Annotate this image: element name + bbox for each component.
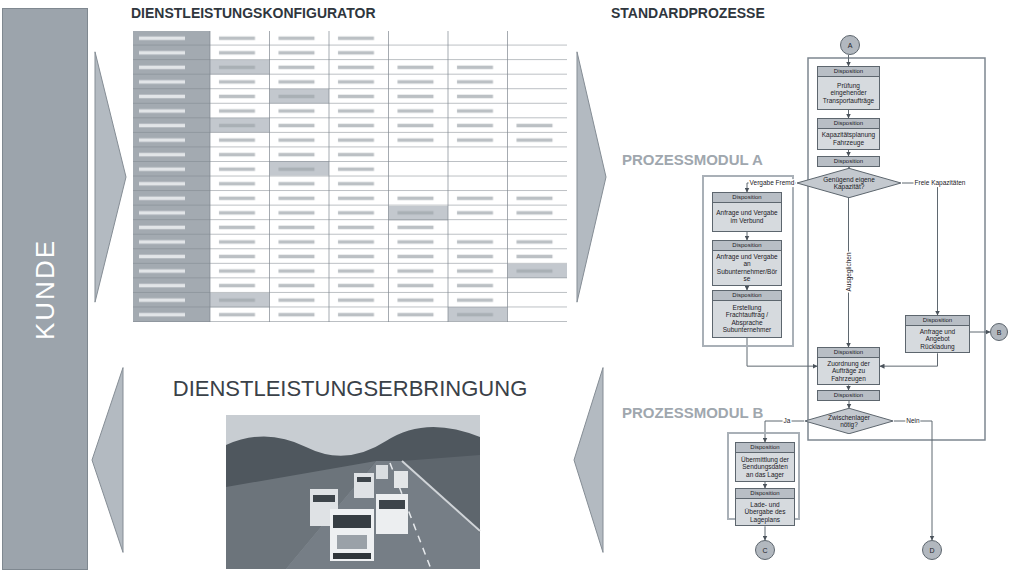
edge-label: Ja xyxy=(783,417,792,425)
panel-title: DIENSTLEISTUNGSERBRINGUNG xyxy=(130,376,570,402)
connector-circle: C xyxy=(755,540,775,560)
connector xyxy=(747,338,817,366)
connector xyxy=(765,526,766,540)
module-title: PROZESSMODUL A xyxy=(622,151,763,168)
process-text: Zuordnung der Aufträge zu Fahrzeugen xyxy=(818,358,879,384)
role-heading: Disposition xyxy=(906,316,969,326)
connector xyxy=(902,183,938,315)
role-heading: Disposition xyxy=(736,489,794,499)
panel-title: STANDARDPROZESSE xyxy=(611,5,765,21)
truck-photo xyxy=(226,415,480,569)
role-heading: Disposition xyxy=(818,119,879,129)
process-text: Anfrage und Vergabe im Verbund xyxy=(713,203,781,231)
delivery-panel: DIENSTLEISTUNGSERBRINGUNG xyxy=(130,350,570,570)
flow-chevron xyxy=(92,368,123,553)
process-text: Kapazitätsplanung Fahrzeuge xyxy=(818,129,879,149)
process-box: DispositionPrüfung eingehender Transport… xyxy=(817,66,880,110)
process-text: Lade- und Übergabe des Lageplans xyxy=(736,499,794,525)
process-box: Disposition xyxy=(817,390,880,401)
process-text: Erstellung Frachtauftrag / Absprache Sub… xyxy=(713,301,781,337)
process-box: DispositionÜbermittlung der Sendungsdate… xyxy=(735,442,795,482)
connector xyxy=(848,55,849,66)
connector-circle: D xyxy=(922,540,942,560)
decision-text: Zwischenlager nötig? xyxy=(823,414,875,428)
module-title: PROZESSMODUL B xyxy=(622,404,763,421)
connector xyxy=(747,232,748,240)
flow-chevron xyxy=(95,52,126,302)
process-box: DispositionAnfrage und Vergabe an Subunt… xyxy=(712,240,782,286)
role-heading: Disposition xyxy=(834,392,863,399)
module-frame: PROZESSMODUL BDispositionÜbermittlung de… xyxy=(727,432,800,520)
connector xyxy=(848,110,849,118)
decision-text: Genügend eigene Kapazität? xyxy=(818,176,879,190)
edge-label: Ausgeglichen xyxy=(845,251,853,292)
role-heading: Disposition xyxy=(736,443,794,453)
process-text: Prüfung eingehender Transportaufträge xyxy=(818,77,879,109)
flow-chevron xyxy=(577,52,606,302)
connector xyxy=(970,332,990,333)
process-text: Übermittlung der Sendungsdaten an das La… xyxy=(736,453,794,481)
connector-label: C xyxy=(762,547,767,554)
configurator-panel: DIENSTLEISTUNGSKONFIGURATOR xyxy=(130,28,570,326)
edge-label: Vergabe Fremd xyxy=(749,179,796,187)
process-box: DispositionAnfrage und Vergabe im Verbun… xyxy=(712,192,782,232)
connector xyxy=(894,421,932,540)
edge-label: Nein xyxy=(905,417,920,425)
decision-diamond: Zwischenlager nötig? xyxy=(804,408,894,434)
process-text: Anfrage und Angebot Rückladung xyxy=(906,326,969,352)
role-heading: Disposition xyxy=(713,291,781,301)
module-frame: PROZESSMODUL ADispositionAnfrage und Ver… xyxy=(702,175,794,347)
customer-band: KUNDE xyxy=(2,8,88,570)
connector-label: A xyxy=(848,42,853,49)
process-box: DispositionKapazitätsplanung Fahrzeuge xyxy=(817,118,880,150)
process-box: DispositionAnfrage und Angebot Rückladun… xyxy=(905,315,970,353)
connector-circle: A xyxy=(840,35,860,55)
process-box: DispositionErstellung Frachtauftrag / Ab… xyxy=(712,290,782,338)
role-heading: Disposition xyxy=(713,241,781,251)
connector xyxy=(849,401,850,408)
process-box: Disposition xyxy=(817,156,880,167)
role-heading: Disposition xyxy=(834,158,863,165)
process-box: DispositionLade- und Übergabe des Lagepl… xyxy=(735,488,795,526)
process-text: Anfrage und Vergabe an Subunternehmer/Bö… xyxy=(713,251,781,285)
connector-label: D xyxy=(929,547,934,554)
role-heading: Disposition xyxy=(713,193,781,203)
edge-label: Freie Kapazitäten xyxy=(914,179,967,187)
process-box: DispositionZuordnung der Aufträge zu Fah… xyxy=(817,347,880,385)
decision-diamond: Genügend eigene Kapazität? xyxy=(796,168,902,198)
connector-circle: B xyxy=(990,323,1008,341)
connector-label: B xyxy=(997,329,1002,336)
role-heading: Disposition xyxy=(818,67,879,77)
panel-title: DIENSTLEISTUNGSKONFIGURATOR xyxy=(131,5,376,21)
role-heading: Disposition xyxy=(818,348,879,358)
process-panel: STANDARDPROZESSEADispositionPrüfung eing… xyxy=(610,28,1012,570)
connector xyxy=(880,353,938,366)
configurator-table xyxy=(133,31,567,322)
band-label: KUNDE xyxy=(30,238,61,339)
flow-chevron xyxy=(574,368,603,553)
